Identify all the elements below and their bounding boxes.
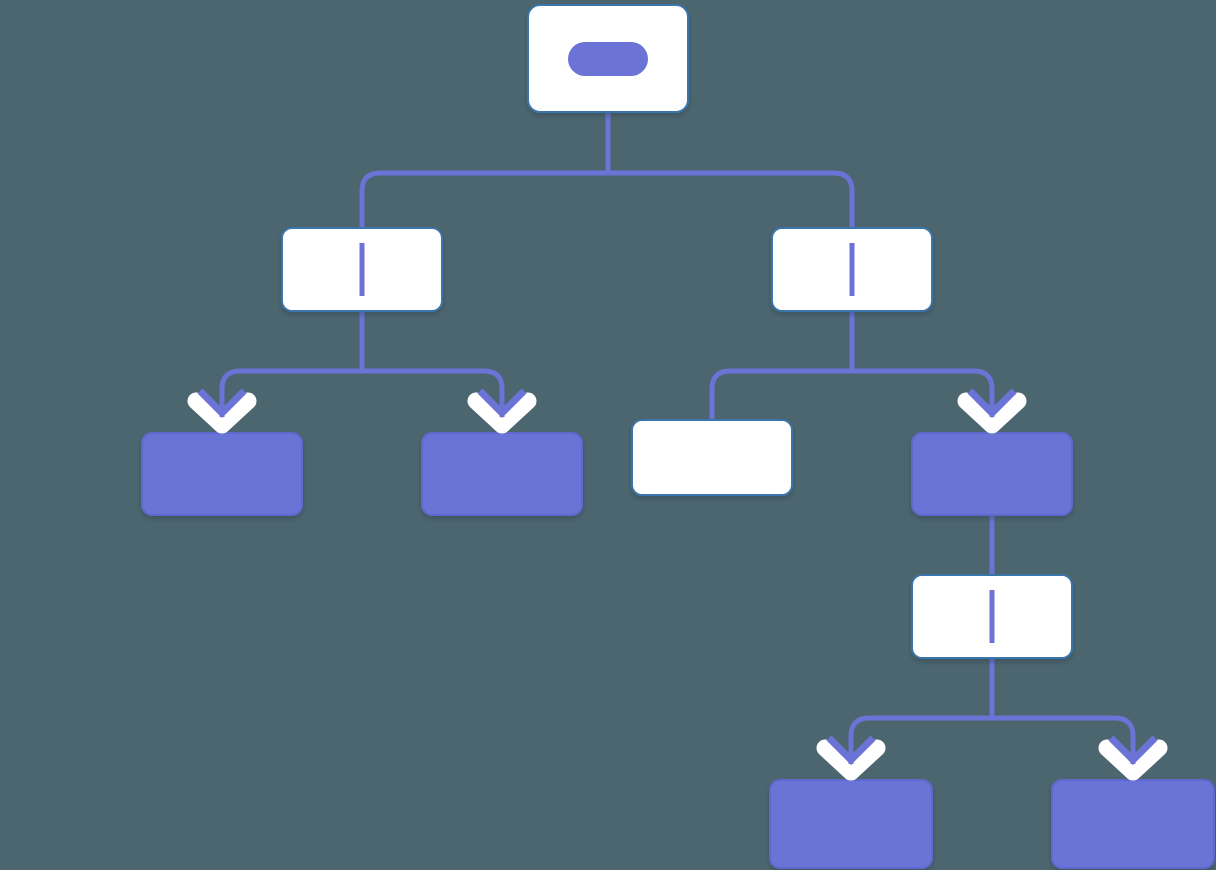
- level3-node-d-surface[interactable]: [911, 432, 1073, 516]
- arrowhead-to-node-a: [187, 388, 257, 434]
- arrowhead-to-level5-right: [1098, 735, 1168, 781]
- edge-root-to-level2-left[interactable]: [359, 170, 608, 311]
- arrowhead-layer: [187, 388, 1168, 781]
- connector-layer: [219, 42, 1136, 780]
- level3-node-b[interactable]: [421, 432, 583, 516]
- edge-level2-left-to-node-a[interactable]: [219, 368, 362, 433]
- arrowhead-to-level5-right-halo: [1098, 739, 1168, 781]
- level2-left-node[interactable]: [281, 227, 443, 312]
- level5-right-node-surface[interactable]: [1051, 779, 1215, 869]
- level3-node-b-surface[interactable]: [421, 432, 583, 516]
- level5-left-node-surface[interactable]: [769, 779, 933, 869]
- edge-level2-right-to-node-c[interactable]: [709, 368, 852, 420]
- level3-node-d[interactable]: [911, 432, 1073, 516]
- level2-right-node[interactable]: [771, 227, 933, 312]
- arrowhead-to-node-d-halo: [957, 392, 1027, 434]
- arrowhead-to-level5-left-halo: [816, 739, 886, 781]
- edge-level4-to-level5-right[interactable]: [992, 715, 1136, 780]
- edge-level2-right-to-node-d[interactable]: [852, 368, 995, 433]
- level4-node[interactable]: [911, 574, 1073, 659]
- arrowhead-to-level5-left: [816, 735, 886, 781]
- root-node[interactable]: [527, 4, 689, 113]
- level5-left-node[interactable]: [769, 779, 933, 869]
- node-layer: [141, 4, 1215, 869]
- arrowhead-to-node-d: [957, 388, 1027, 434]
- root-pill-badge[interactable]: [568, 42, 648, 76]
- level3-node-a-surface[interactable]: [141, 432, 303, 516]
- arrowhead-to-node-b-halo: [467, 392, 537, 434]
- arrowhead-to-node-b: [467, 388, 537, 434]
- edge-level4-to-level5-left[interactable]: [848, 715, 992, 780]
- arrowhead-to-node-a-halo: [187, 392, 257, 434]
- level3-node-a[interactable]: [141, 432, 303, 516]
- edge-level2-left-to-node-b[interactable]: [362, 368, 505, 433]
- level3-node-c-surface[interactable]: [631, 419, 793, 496]
- edge-root-to-level2-right[interactable]: [608, 170, 855, 311]
- level5-right-node[interactable]: [1051, 779, 1215, 869]
- level3-node-c[interactable]: [631, 419, 793, 496]
